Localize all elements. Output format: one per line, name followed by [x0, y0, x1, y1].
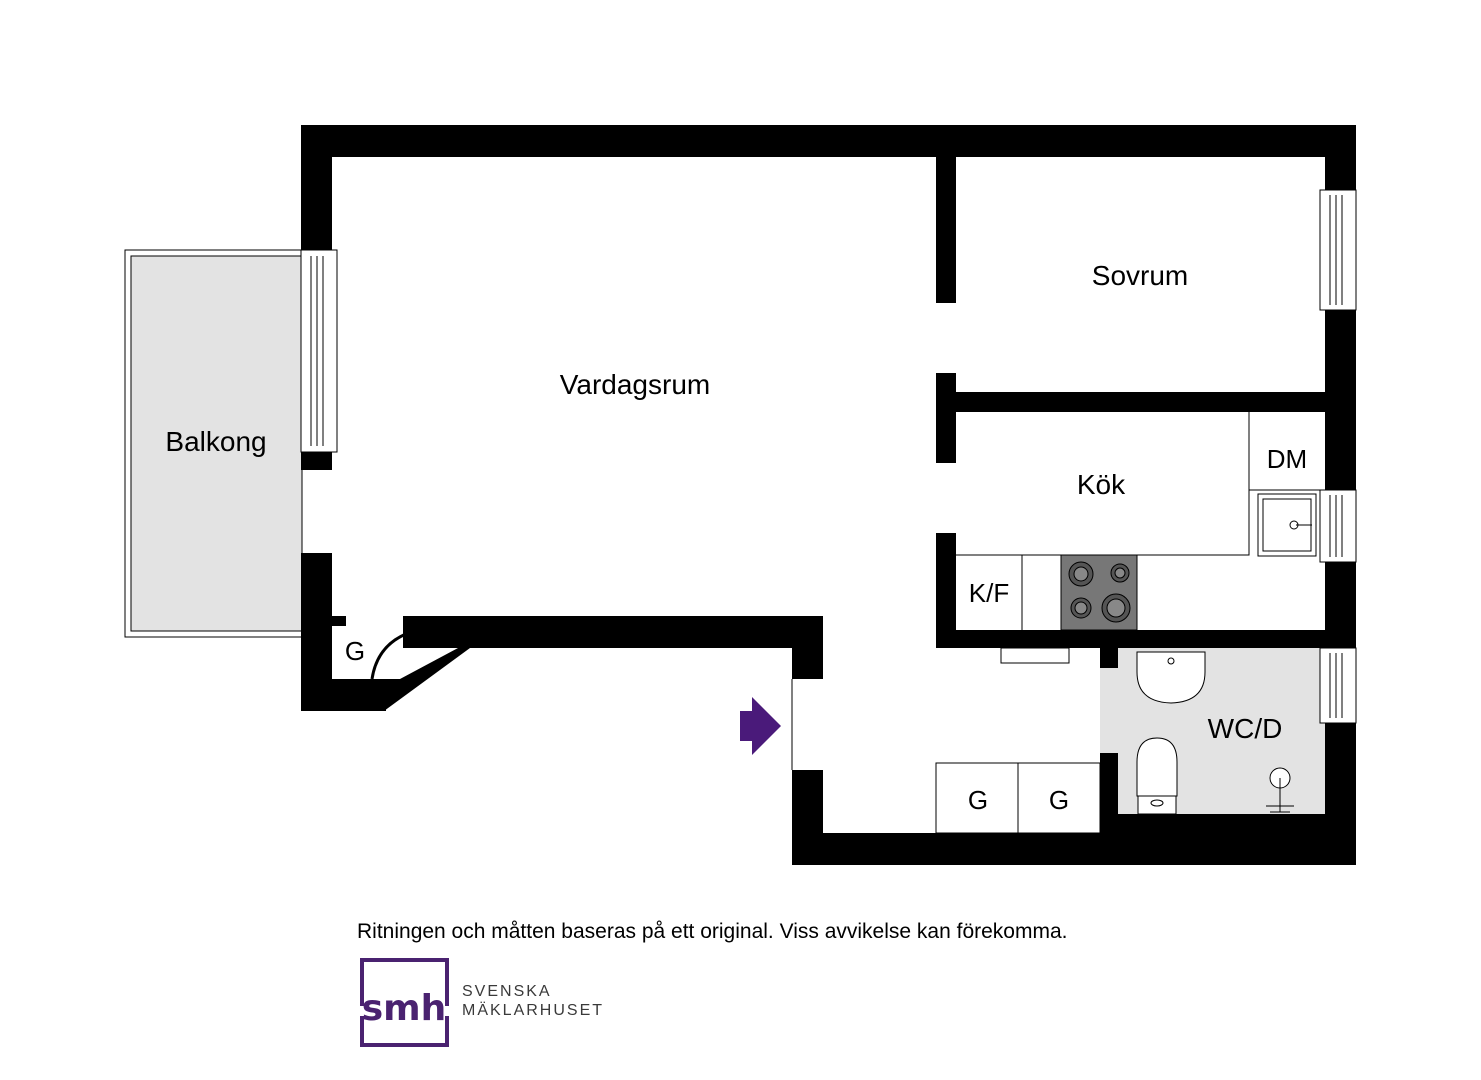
disclaimer-text: Ritningen och måtten baseras på ett orig…: [357, 920, 1068, 943]
brand-line-2: MÄKLARHUSET: [462, 1002, 605, 1019]
kitchen-fixtures: [956, 412, 1325, 664]
closet-door-arc: [370, 628, 419, 680]
brand-line-1: SVENSKA: [462, 983, 552, 1000]
label-kitchen: Kök: [1077, 469, 1126, 500]
label-wardrobe-hall: G: [345, 636, 365, 666]
label-living-room: Vardagsrum: [560, 369, 710, 400]
brand-name: SVENSKA MÄKLARHUSET: [462, 982, 604, 1020]
entrance-arrow-icon: [740, 697, 781, 755]
walls: [301, 125, 1356, 865]
floor-plan: Balkong Vardagsrum Sovrum Kök DM K/F WC/…: [124, 125, 1357, 865]
label-bedroom: Sovrum: [1092, 260, 1188, 291]
wardrobes: [935, 762, 1101, 834]
label-bathroom: WC/D: [1208, 713, 1283, 744]
logo-text: smh: [362, 988, 447, 1029]
label-dishwasher: DM: [1267, 444, 1307, 474]
balcony: [124, 249, 303, 638]
smh-logo: smh: [360, 958, 449, 1047]
bathroom-fixtures: [1136, 651, 1294, 815]
label-wardrobe-1: G: [968, 785, 988, 815]
label-wardrobe-2: G: [1049, 785, 1069, 815]
label-fridge-freezer: K/F: [969, 578, 1009, 608]
windows: [300, 189, 1357, 724]
label-balcony: Balkong: [165, 426, 266, 457]
